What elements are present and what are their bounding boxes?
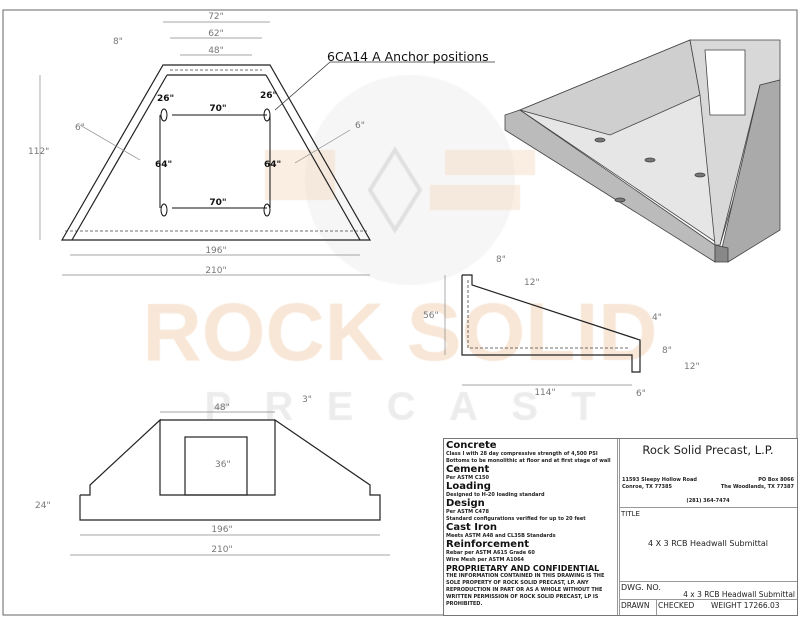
note-line: Class I with 28 day compressive strength… (446, 451, 598, 457)
note-line: Per ASTM C150 (446, 475, 489, 481)
front-dim-top: 3" (302, 395, 312, 405)
phone: (281) 364-7474 (686, 498, 730, 504)
dim-top-thick: 8" (113, 37, 123, 47)
sheet-border (2, 9, 798, 616)
note-heading: Concrete (446, 440, 497, 451)
side-dim-toe-c: 12" (684, 362, 700, 372)
note-heading: PROPRIETARY AND CONFIDENTIAL (446, 564, 600, 573)
company-name: Rock Solid Precast, L.P. (642, 443, 774, 457)
dim-top-mid: 62" (208, 29, 224, 39)
dim-height: 112" (28, 147, 49, 157)
front-dim-opening-h: 36" (215, 460, 231, 470)
company-info: Rock Solid Precast, L.P. 11593 Sleepy Ho… (619, 439, 797, 615)
isometric-view (504, 39, 781, 263)
dwg-no-label: DWG. NO. (621, 583, 661, 592)
note-line: THE INFORMATION CONTAINED IN THIS DRAWIN… (446, 573, 605, 607)
note-line: Per ASTM C478 (446, 509, 489, 515)
note-heading: Design (446, 498, 485, 509)
front-dim-base-h: 24" (35, 501, 51, 511)
side-dim-toe-a: 4" (652, 313, 662, 323)
drawing-title: 4 X 3 RCB Headwall Submittal (647, 539, 769, 548)
anchor-callout: 6CA14 A Anchor positions (327, 49, 489, 64)
note-heading: Reinforcement (446, 539, 529, 550)
dim-vert-left: 64" (155, 160, 172, 170)
note-heading: Cement (446, 464, 490, 475)
note-heading: Cast Iron (446, 522, 497, 533)
checked-label: CHECKED (658, 601, 695, 610)
dim-span-bottom: 70" (209, 198, 226, 208)
note-line: Standard configurations verified for up … (446, 516, 586, 522)
side-dim-toe-len: 6" (636, 389, 646, 399)
dim-anchor-left: 26" (157, 94, 174, 104)
side-dim-length: 114" (534, 388, 555, 398)
side-view: 8" 12" 56" 4" 8" 12" 114" 6" (423, 255, 700, 399)
front-dim-inner: 196" (211, 525, 232, 535)
note-heading: Loading (446, 481, 491, 492)
side-dim-height: 56" (423, 311, 439, 321)
front-dim-outer: 210" (211, 545, 232, 555)
title-label: TITLE (621, 510, 640, 518)
dim-wall-right: 6" (355, 121, 365, 131)
dim-wall-left: 6" (75, 123, 85, 133)
front-view: 48" 3" 36" 24" 196" 210" (35, 395, 390, 556)
note-line: Meets ASTM A48 and CL35B Standards (446, 533, 556, 539)
front-dim-opening-w: 48" (214, 403, 230, 413)
note-line: Bottoms to be monolithic at floor and at… (446, 458, 611, 464)
drawn-label: DRAWN (621, 601, 650, 610)
dim-top-inner: 48" (208, 46, 224, 56)
side-dim-top: 8" (496, 255, 506, 265)
dim-bottom-inner: 196" (205, 246, 226, 256)
side-dim-slope: 12" (524, 278, 540, 288)
dim-vert-right: 64" (264, 160, 281, 170)
note-line: Wire Mesh per ASTM A1064 (446, 557, 525, 563)
dim-span-top: 70" (209, 104, 226, 114)
dwg-no: 4 x 3 RCB Headwall Submittal (683, 590, 795, 599)
note-line: Rebar per ASTM A615 Grade 60 (446, 550, 535, 556)
note-line: Designed to H-20 loading standard (446, 492, 545, 498)
dim-anchor-right: 26" (260, 91, 277, 101)
plan-view: 72" 62" 48" 8" 112" 6" 6" 26" 26" 70" 70… (28, 12, 495, 276)
weight: WEIGHT 17266.03 (711, 601, 780, 610)
side-dim-toe-b: 8" (662, 346, 672, 356)
dim-top-outer: 72" (208, 12, 224, 22)
dim-bottom-outer: 210" (205, 266, 226, 276)
